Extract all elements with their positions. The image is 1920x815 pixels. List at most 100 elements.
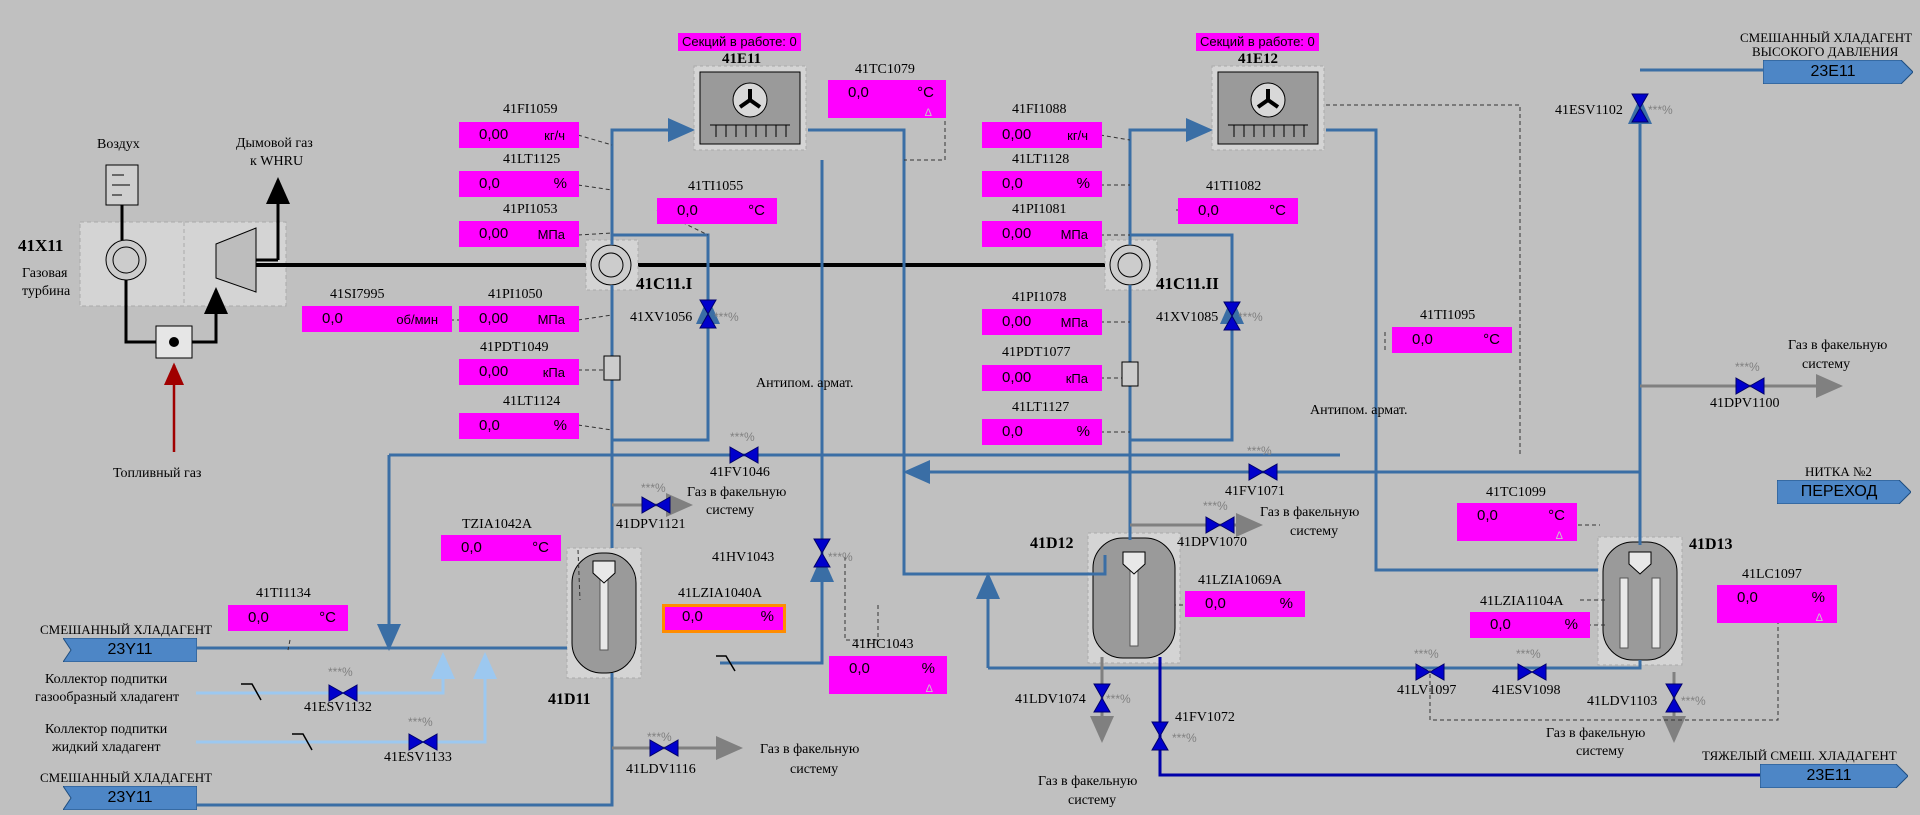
ti1055-field[interactable]: 0,0 °C [657,198,777,224]
pi1053-field[interactable]: 0,00 МПа [459,221,579,247]
pi1078-unit: МПа [1060,315,1088,330]
tag-23Y11-top[interactable]: 23Y11 [63,638,197,662]
antisurge-label-1: Антипом. армат. [756,376,854,391]
flue-gas-label-1: Дымовой газ [236,136,313,151]
esv1132-pct: ***% [328,665,353,679]
xv1085-valve-icon[interactable] [1215,299,1249,333]
pi1050-field[interactable]: 0,00 МПа [459,306,579,332]
ti1134-value: 0,0 [248,609,269,626]
dpv1100-valve-icon[interactable] [1733,369,1767,403]
esv1102-valve-icon[interactable] [1623,91,1657,125]
pdt1049-field[interactable]: 0,00 кПа [459,359,579,385]
ldv1074-flare-1: Газ в факельную [1038,774,1138,789]
ldv1074-valve-icon[interactable] [1085,681,1119,715]
xv1056-valve-icon[interactable] [691,297,725,331]
esv1133-valve-icon[interactable] [406,725,440,759]
lt1127-field[interactable]: 0,0 % [982,419,1102,445]
lc1097-tag: 41LC1097 [1742,567,1802,582]
hv1043-valve-icon[interactable] [805,536,839,570]
hc1043-field[interactable]: 0,0 % Δ [829,656,947,695]
compressor-2-icon[interactable] [1109,244,1151,286]
drum-41D11[interactable] [566,547,642,679]
pdt1077-field[interactable]: 0,00 кПа [982,365,1102,391]
hp-mix-line2: ВЫСОКОГО ДАВЛЕНИЯ [1752,44,1899,59]
esv1132-valve-icon[interactable] [326,676,360,710]
air-cooler-41E11[interactable] [693,65,807,151]
gas-turbine-package[interactable] [79,221,287,307]
air-cooler-41E12[interactable] [1211,65,1325,151]
lc1097-field[interactable]: 0,0 % Δ [1717,585,1837,624]
air-label: Воздух [97,137,140,152]
tc1099-unit: °C [1548,507,1565,524]
fi1088-field[interactable]: 0,00 кг/ч [982,122,1102,148]
tag-23Y11-bottom[interactable]: 23Y11 [63,786,197,810]
ldv1116-tag: 41LDV1116 [626,762,696,777]
ti1134-field[interactable]: 0,0 °C [228,605,348,631]
drum-41D12-label: 41D12 [1030,535,1074,552]
esv1133-pct: ***% [408,715,433,729]
compressor-1-icon[interactable] [590,244,632,286]
lt1125-field[interactable]: 0,0 % [459,171,579,197]
pi1078-field[interactable]: 0,00 МПа [982,309,1102,335]
lzia1069a-field[interactable]: 0,0 % [1185,591,1305,617]
dpv1121-valve-icon[interactable] [639,488,673,522]
lt1128-unit: % [1076,175,1090,192]
tag-23E11-heavy[interactable]: 23E11 [1760,764,1908,788]
esv1098-valve-icon[interactable] [1515,655,1549,689]
dpv1070-valve-icon[interactable] [1203,508,1237,542]
lv1097-valve-icon[interactable] [1413,655,1447,689]
dpv1100-pct: ***% [1735,360,1760,374]
tc1099-field[interactable]: 0,0 °C Δ [1457,503,1577,542]
tc1079-field[interactable]: 0,0 °C Δ [828,80,946,119]
ti1134-tag: 41TI1134 [256,586,311,601]
pi1053-unit: МПа [537,227,565,242]
lzia1069a-value: 0,0 [1205,595,1226,612]
drum-41D12[interactable] [1087,532,1181,664]
lzia1040a-value: 0,0 [682,608,703,625]
ti1055-tag: 41TI1055 [688,179,744,194]
pi1081-field[interactable]: 0,00 МПа [982,221,1102,247]
ldv1103-valve-icon[interactable] [1657,681,1691,715]
drum-41D13[interactable] [1597,536,1683,666]
ti1082-field[interactable]: 0,0 °C [1178,198,1298,224]
pi1081-unit: МПа [1060,227,1088,242]
pdt1077-tag: 41PDT1077 [1002,345,1071,360]
lzia1040a-field[interactable]: 0,0 % [662,604,786,633]
lt1127-tag: 41LT1127 [1012,400,1070,415]
fi1059-field[interactable]: 0,00 кг/ч [459,122,579,148]
fi1088-tag: 41FI1088 [1012,102,1067,117]
tag-23E11-hp-text: 23E11 [1810,63,1856,80]
fv1046-valve-icon[interactable] [727,438,761,472]
sections-41E12[interactable]: Секций в работе: 0 [1196,33,1319,51]
transfer-button[interactable]: ПЕРЕХОД [1777,480,1911,504]
fv1071-valve-icon[interactable] [1246,455,1280,489]
hp-mix-line1: СМЕШАННЫЙ ХЛАДАГЕНТ [1740,30,1913,45]
ldv1116-valve-icon[interactable] [647,731,681,765]
lc1097-value: 0,0 [1737,589,1758,606]
fv1072-valve-icon[interactable] [1143,719,1177,753]
sections-41E11[interactable]: Секций в работе: 0 [678,33,801,51]
tag-23E11-hp[interactable]: 23E11 [1763,60,1913,84]
pi1053-value: 0,00 [479,225,509,242]
tc1099-tag: 41TC1099 [1486,485,1546,500]
esv1098-pct: ***% [1516,647,1541,661]
lt1128-field[interactable]: 0,0 % [982,171,1102,197]
fi1059-value: 0,00 [479,126,509,143]
tzia1042a-field[interactable]: 0,0 °C [441,535,561,561]
ti1095-field[interactable]: 0,0 °C [1392,327,1512,353]
esv1098-tag: 41ESV1098 [1492,683,1561,698]
lt1128-value: 0,0 [1002,175,1023,192]
dpv1100-flare-1: Газ в факельную [1788,338,1888,353]
ti1095-unit: °C [1483,331,1500,348]
hv1043-pct: ***% [828,550,853,564]
fv1072-tag: 41FV1072 [1175,710,1235,725]
speed-field[interactable]: 0,0 об/мин [302,306,452,332]
dpv1070-pct: ***% [1203,499,1228,513]
lt1124-field[interactable]: 0,0 % [459,413,579,439]
pdt1049-tag: 41PDT1049 [480,340,549,355]
fi1059-unit: кг/ч [544,128,565,143]
lt1128-tag: 41LT1128 [1012,152,1070,167]
ti1095-value: 0,0 [1412,331,1433,348]
lzia1104a-field[interactable]: 0,0 % [1470,612,1590,638]
